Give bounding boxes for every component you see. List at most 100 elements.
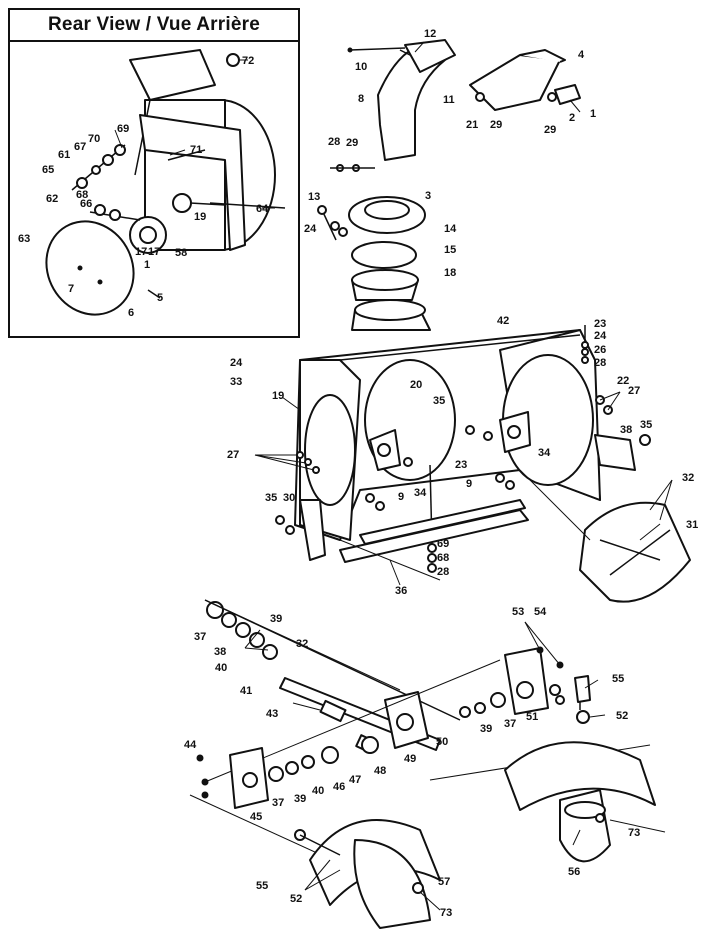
callout-label: 55 <box>256 880 268 892</box>
inset-bolt-stack <box>71 144 141 221</box>
callout-label: 38 <box>214 646 226 658</box>
discharge-chute-assembly <box>330 39 581 172</box>
callout-label: 40 <box>215 662 227 674</box>
callout-label: 24 <box>304 223 317 235</box>
callout-label: 71 <box>190 144 202 156</box>
callout-label: 17 <box>135 246 147 258</box>
callout-label: 35 <box>640 419 652 431</box>
callout-label: 37 <box>272 797 284 809</box>
auger-left <box>294 819 441 929</box>
callout-label: 29 <box>544 124 556 136</box>
callout-label: 70 <box>88 133 100 145</box>
callout-label: 28 <box>437 566 449 578</box>
callout-label: 20 <box>410 379 422 391</box>
callout-label: 14 <box>444 223 457 235</box>
callout-label: 66 <box>80 198 92 210</box>
callout-label: 39 <box>480 723 492 735</box>
callout-label: 39 <box>270 613 282 625</box>
callout-label: 44 <box>184 739 197 751</box>
callout-label: 68 <box>76 189 88 201</box>
callout-label: 52 <box>616 710 628 722</box>
auger-right <box>504 741 656 863</box>
callout-label: 65 <box>42 164 54 176</box>
callout-label: 67 <box>74 141 86 153</box>
callout-label: 53 <box>512 606 524 618</box>
shave-plate <box>359 499 526 545</box>
auger-housing <box>275 325 691 603</box>
inset-pulley-hub <box>172 193 192 213</box>
auger-right-spiral <box>504 741 656 811</box>
auger-right-blade <box>559 789 611 863</box>
worm-gear <box>319 699 347 723</box>
callout-label: 46 <box>333 781 345 793</box>
callout-label: 4 <box>578 49 585 61</box>
fitting-65 <box>574 675 591 703</box>
inset-title: Rear View / Vue Arrière <box>48 14 260 35</box>
callout-label: 50 <box>436 736 448 748</box>
chute-ring-middle <box>351 241 417 269</box>
callout-label: 72 <box>242 55 254 67</box>
callout-label: 37 <box>194 631 206 643</box>
callout-label: 41 <box>240 685 252 697</box>
callout-label: 6 <box>128 307 134 319</box>
left-skid <box>299 499 326 561</box>
callout-label: 54 <box>534 606 547 618</box>
callout-label: 29 <box>346 137 358 149</box>
callout-label: 57 <box>438 876 450 888</box>
callout-label: 1 <box>590 108 596 120</box>
callout-label: 28 <box>594 357 606 369</box>
inset-chute-base <box>129 49 216 101</box>
callout-label: 58 <box>175 247 187 259</box>
callout-label: 73 <box>440 907 452 919</box>
inset-artwork <box>45 49 286 316</box>
callout-label: 36 <box>395 585 407 597</box>
callout-label: 13 <box>308 191 320 203</box>
callout-label: 28 <box>328 136 340 148</box>
callout-label: 27 <box>628 385 640 397</box>
inset-callouts: 72 71 70 69 67 61 65 66 62 63 64 19 58 1… <box>18 55 269 319</box>
callout-label: 8 <box>358 93 364 105</box>
skid-shoe <box>594 434 636 471</box>
bushing-47 <box>321 746 339 764</box>
chute-ring-stack <box>317 196 431 331</box>
callout-label: 24 <box>594 330 607 342</box>
callout-label: 9 <box>398 491 404 503</box>
callout-label: 33 <box>230 376 242 388</box>
deflector-bracket <box>554 84 581 105</box>
callout-label: 30 <box>283 492 295 504</box>
callout-label: 2 <box>569 112 575 124</box>
inset-side-plate <box>139 114 246 251</box>
callout-label: 35 <box>265 492 277 504</box>
callout-label: 29 <box>490 119 502 131</box>
callout-label: 27 <box>227 449 239 461</box>
callout-label: 69 <box>437 538 449 550</box>
callout-label: 23 <box>594 318 606 330</box>
inset-top-nut <box>226 53 240 67</box>
callout-label: 1 <box>144 259 150 271</box>
callout-label: 19 <box>272 390 284 402</box>
callout-label: 7 <box>68 283 74 295</box>
callout-label: 32 <box>682 472 694 484</box>
callout-label: 3 <box>425 190 431 202</box>
callout-label: 32 <box>296 638 308 650</box>
callout-label: 64 <box>256 203 269 215</box>
callout-label: 37 <box>504 718 516 730</box>
callout-label: 5 <box>157 292 163 304</box>
callout-label: 10 <box>355 61 367 73</box>
callout-label: 49 <box>404 753 416 765</box>
callout-label: 15 <box>444 244 456 256</box>
chute-link-plate <box>404 39 456 73</box>
auger-left-blade <box>353 839 431 929</box>
callout-label: 24 <box>230 357 243 369</box>
inset-title-box: Rear View / Vue Arrière <box>10 10 298 42</box>
auger-shaft-assembly <box>189 599 651 901</box>
callout-label: 9 <box>466 478 472 490</box>
callout-label: 51 <box>526 711 538 723</box>
callout-label: 17 <box>148 246 160 258</box>
callout-label: 43 <box>266 708 278 720</box>
callout-label: 19 <box>194 211 206 223</box>
deflector-lip <box>519 49 566 63</box>
callout-label: 35 <box>433 395 445 407</box>
